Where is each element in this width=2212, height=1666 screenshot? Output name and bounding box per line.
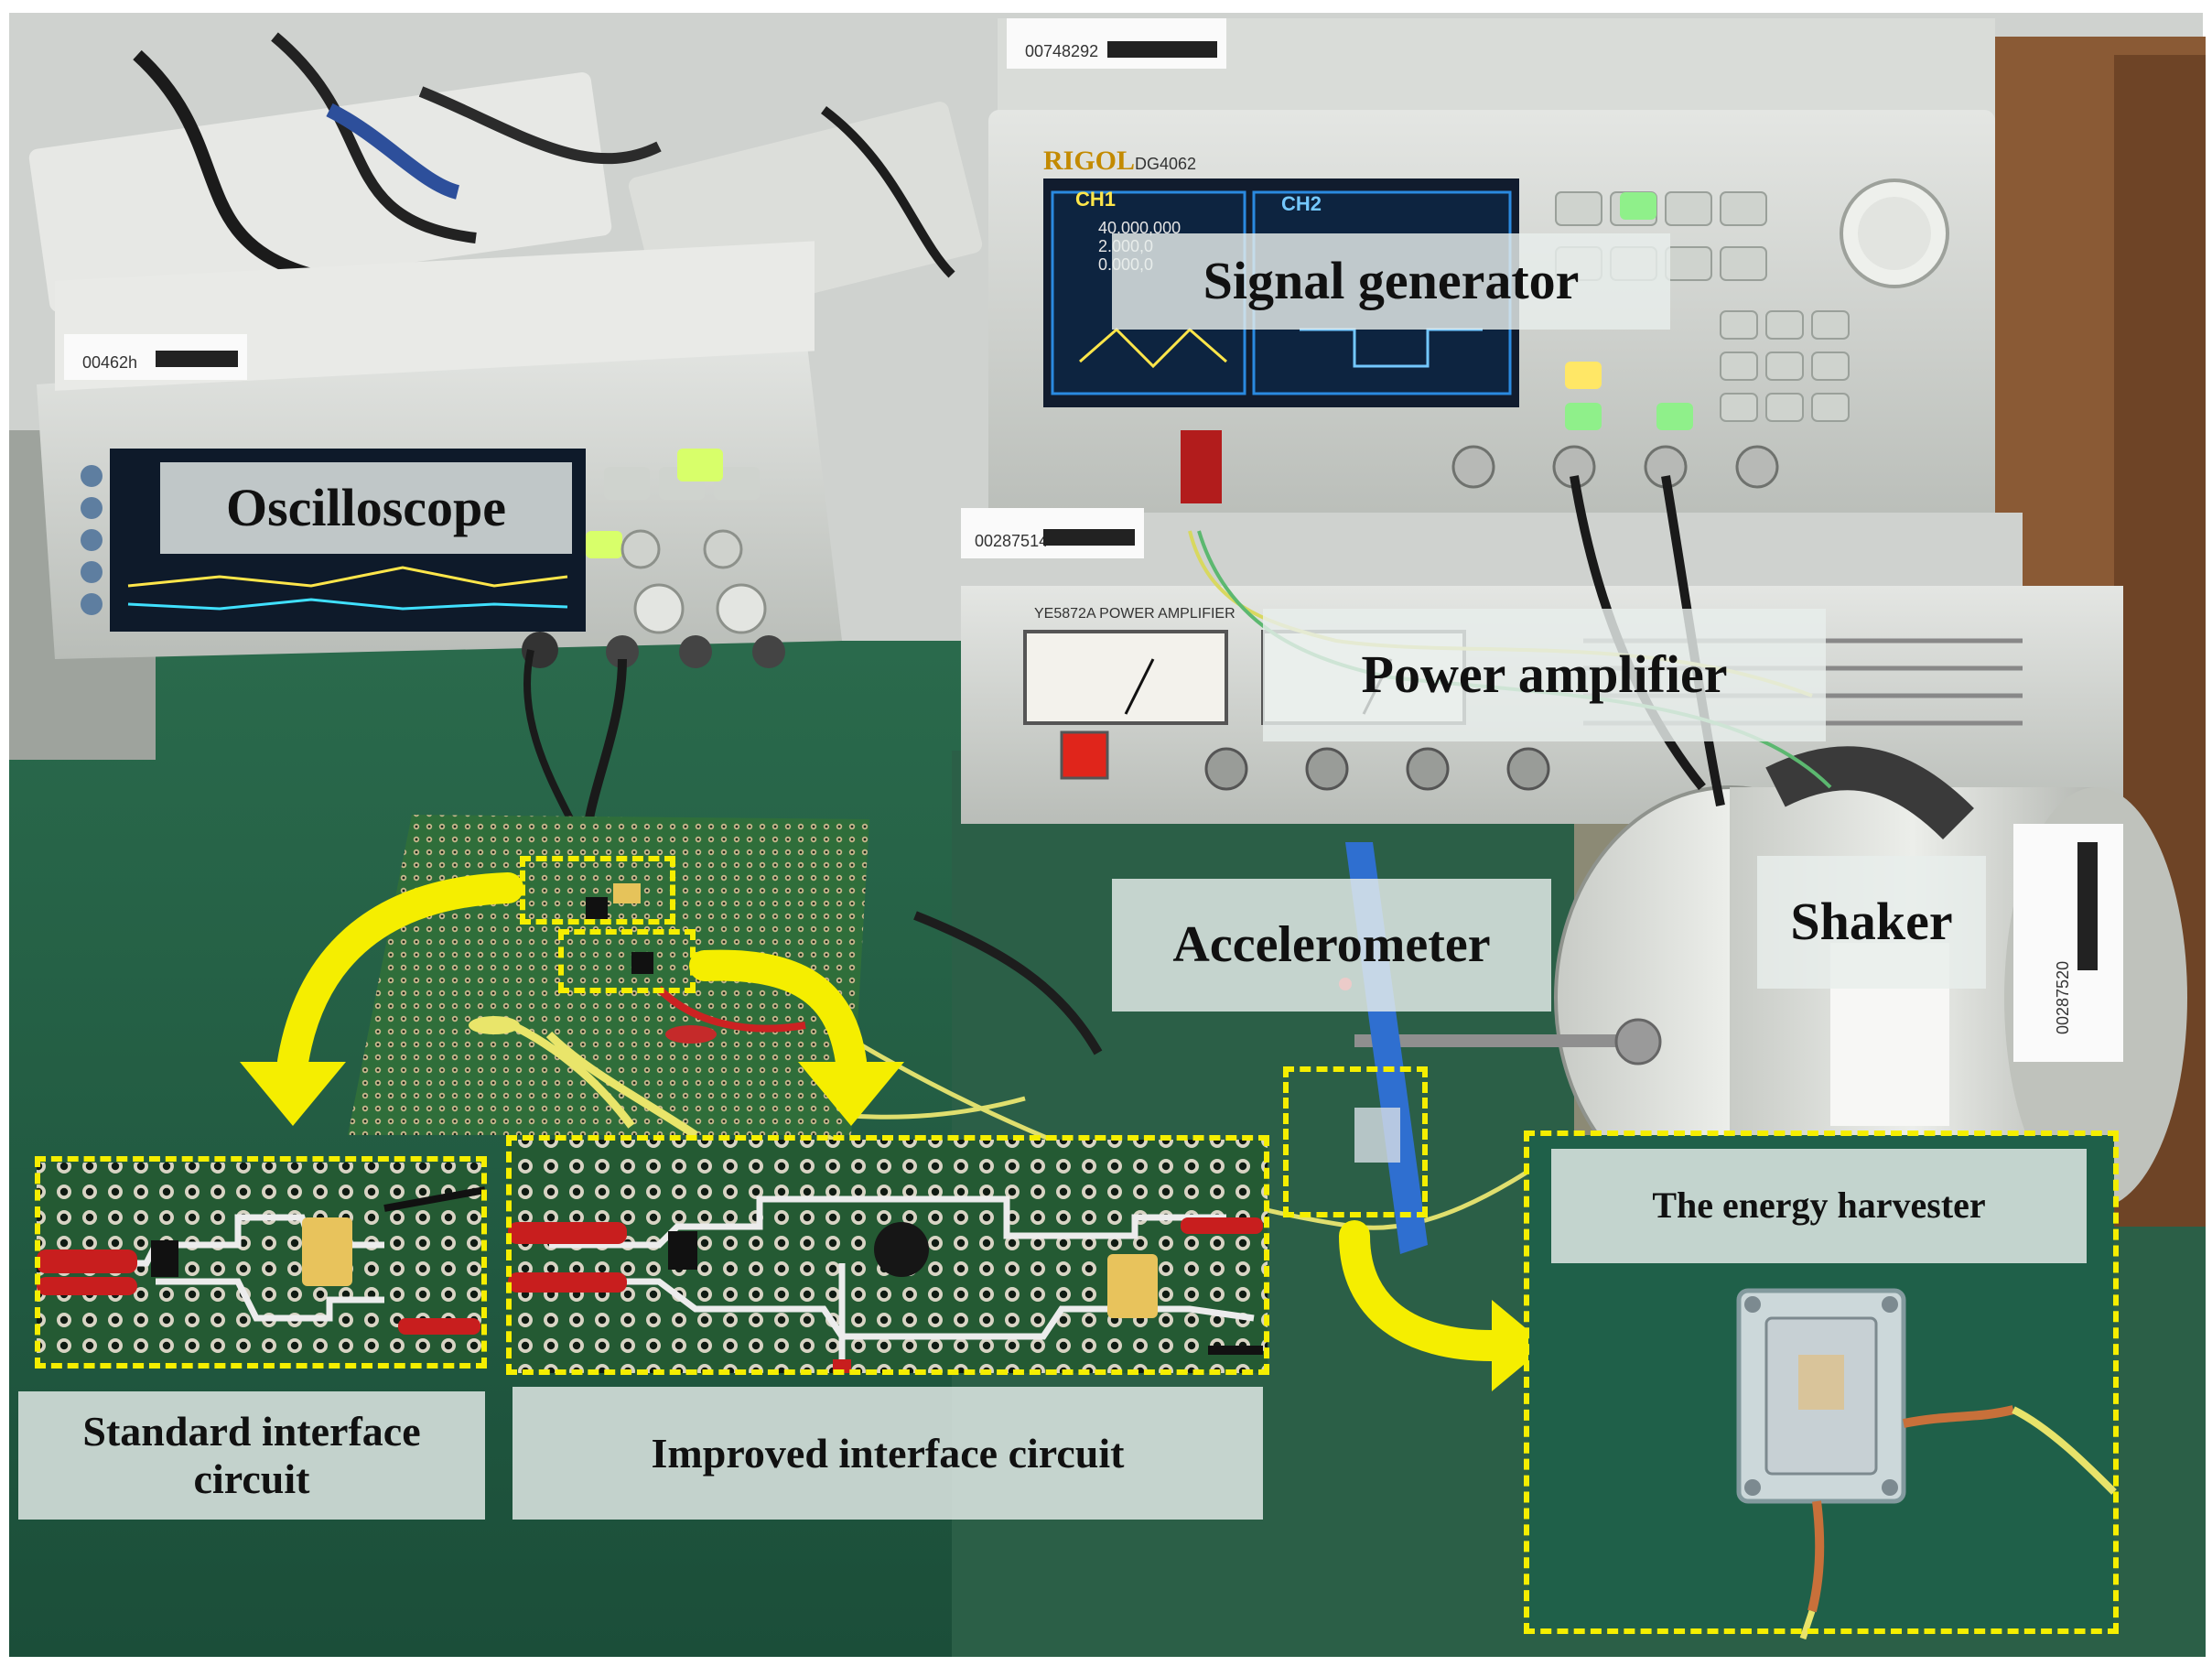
svg-text:00287514: 00287514 (975, 532, 1048, 550)
highlight-box-energy-harvester (1524, 1130, 2119, 1634)
improved-circuit-photo (508, 1140, 1268, 1373)
label-power-amplifier-text: Power amplifier (1361, 644, 1728, 705)
svg-text:CH2: CH2 (1281, 192, 1322, 215)
svg-text:00748292: 00748292 (1025, 42, 1098, 60)
highlight-box-improved-source (558, 929, 696, 993)
svg-text:DG4062: DG4062 (1135, 155, 1196, 173)
svg-text:YE5872A POWER AMPLIFIER: YE5872A POWER AMPLIFIER (1034, 606, 1235, 622)
svg-text:RIGOL: RIGOL (1043, 146, 1135, 176)
label-standard-circuit-line1: Standard interface (82, 1408, 421, 1455)
cable (418, 86, 662, 165)
label-improved-circuit-text: Improved interface circuit (651, 1429, 1125, 1477)
svg-text:40.000,000: 40.000,000 (1098, 219, 1181, 237)
label-oscilloscope: Oscilloscope (160, 462, 572, 554)
label-power-amplifier: Power amplifier (1263, 609, 1826, 741)
label-energy-harvester: The energy harvester (1551, 1149, 2087, 1263)
label-improved-circuit: Improved interface circuit (513, 1387, 1263, 1520)
standard-circuit-photo (37, 1163, 486, 1364)
power-strip (28, 72, 612, 312)
harvester-small (1354, 1108, 1400, 1163)
label-standard-circuit: Standard interface circuit (18, 1391, 485, 1520)
shaker-asset-sticker (2013, 824, 2123, 1062)
label-shaker: Shaker (1757, 856, 1986, 989)
highlight-box-standard-circuit (35, 1156, 487, 1368)
svg-text:00287520: 00287520 (2054, 961, 2072, 1034)
label-shaker-text: Shaker (1790, 892, 1953, 952)
label-standard-circuit-line2: circuit (193, 1455, 310, 1502)
label-signal-generator: Signal generator (1112, 233, 1670, 330)
cable-blue (326, 103, 460, 200)
arrow-to-harvester (1339, 1220, 1547, 1391)
highlight-box-improved-circuit (506, 1135, 1269, 1375)
label-accelerometer: Accelerometer (1112, 879, 1551, 1012)
oscilloscope-device: 00462h (37, 241, 842, 668)
arrow-to-standard (240, 872, 523, 1126)
label-oscilloscope-text: Oscilloscope (225, 477, 507, 537)
svg-text:00462h: 00462h (82, 353, 137, 372)
adapter-board (1181, 430, 1222, 503)
highlight-box-harvester-source (1283, 1066, 1428, 1217)
highlight-box-standard-source (520, 856, 675, 925)
cable (820, 106, 955, 278)
cable (271, 32, 477, 243)
cable (133, 49, 313, 281)
label-energy-harvester-text: The energy harvester (1652, 1185, 1986, 1227)
label-signal-generator-text: Signal generator (1203, 251, 1580, 311)
svg-text:CH1: CH1 (1075, 188, 1116, 211)
label-accelerometer-text: Accelerometer (1172, 916, 1491, 974)
probe-cable (913, 911, 1103, 1055)
arrow-to-improved (689, 949, 904, 1126)
